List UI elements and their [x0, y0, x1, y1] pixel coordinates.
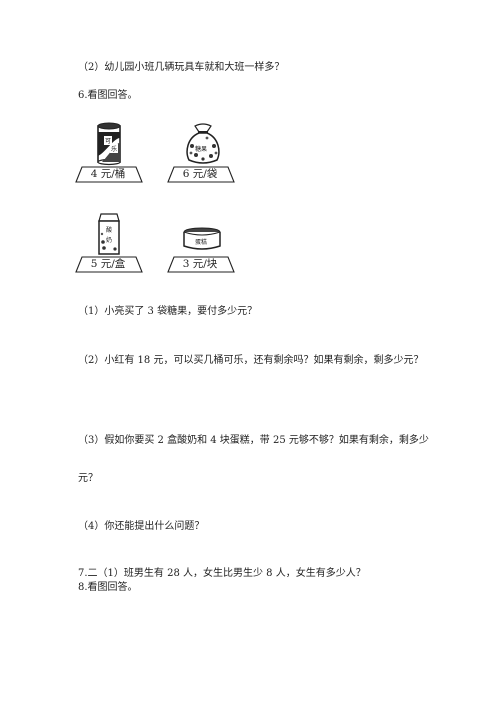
- question-6-sub4: （4）你还能提出什么问题？: [78, 521, 205, 532]
- price-label-yogurt: 5 元/盒: [74, 256, 143, 273]
- price-label-cake: 3 元/块: [166, 256, 235, 273]
- price-item-candy: 糖果 6 元/袋: [166, 122, 246, 184]
- cake-tag: 蛋糕: [195, 239, 208, 246]
- price-item-yogurt: 酸 奶 5 元/盒: [74, 212, 154, 276]
- price-text-candy: 6 元/袋: [182, 168, 218, 180]
- cola-tag-bottom: 乐: [110, 144, 119, 153]
- question-7: 7.二（1）班男生有 28 人，女生比男生少 8 人，女生有多少人？: [78, 568, 366, 579]
- question-6-sub3-line1: （3）假如你要买 2 盒酸奶和 4 块蛋糕，带 25 元够不够？如果有剩余，剩多…: [78, 435, 429, 446]
- question-8-heading: 8.看图回答。: [78, 582, 138, 593]
- price-text-yogurt: 5 元/盒: [90, 258, 126, 270]
- candy-bag-icon: [186, 123, 220, 164]
- yogurt-box-icon: [98, 213, 120, 255]
- question-6-sub1: （1）小亮买了 3 袋糖果，要付多少元？: [78, 306, 258, 317]
- price-text-cola: 4 元/桶: [90, 168, 126, 180]
- candy-tag: 糖果: [195, 146, 208, 153]
- price-text-cake: 3 元/块: [182, 258, 218, 270]
- question-6-sub3-line2: 元？: [78, 473, 98, 484]
- question-5-sub2: （2）幼儿园小班几辆玩具车就和大班一样多？: [78, 62, 285, 73]
- price-item-cola: 可 乐 4 元/桶: [74, 122, 154, 184]
- price-label-cola: 4 元/桶: [74, 166, 143, 183]
- question-6-sub2: （2）小红有 18 元，可以买几桶可乐，还有剩余吗？如果有剩余，剩多少元？: [78, 355, 424, 366]
- cake-box-icon: [183, 227, 221, 250]
- cola-tag-top: 可: [104, 136, 113, 145]
- price-label-candy: 6 元/袋: [166, 166, 235, 183]
- price-item-cake: 蛋糕 3 元/块: [166, 212, 246, 276]
- yogurt-tag-top: 酸: [106, 227, 113, 234]
- question-6-heading: 6.看图回答。: [78, 90, 138, 101]
- yogurt-tag-bottom: 奶: [106, 237, 113, 244]
